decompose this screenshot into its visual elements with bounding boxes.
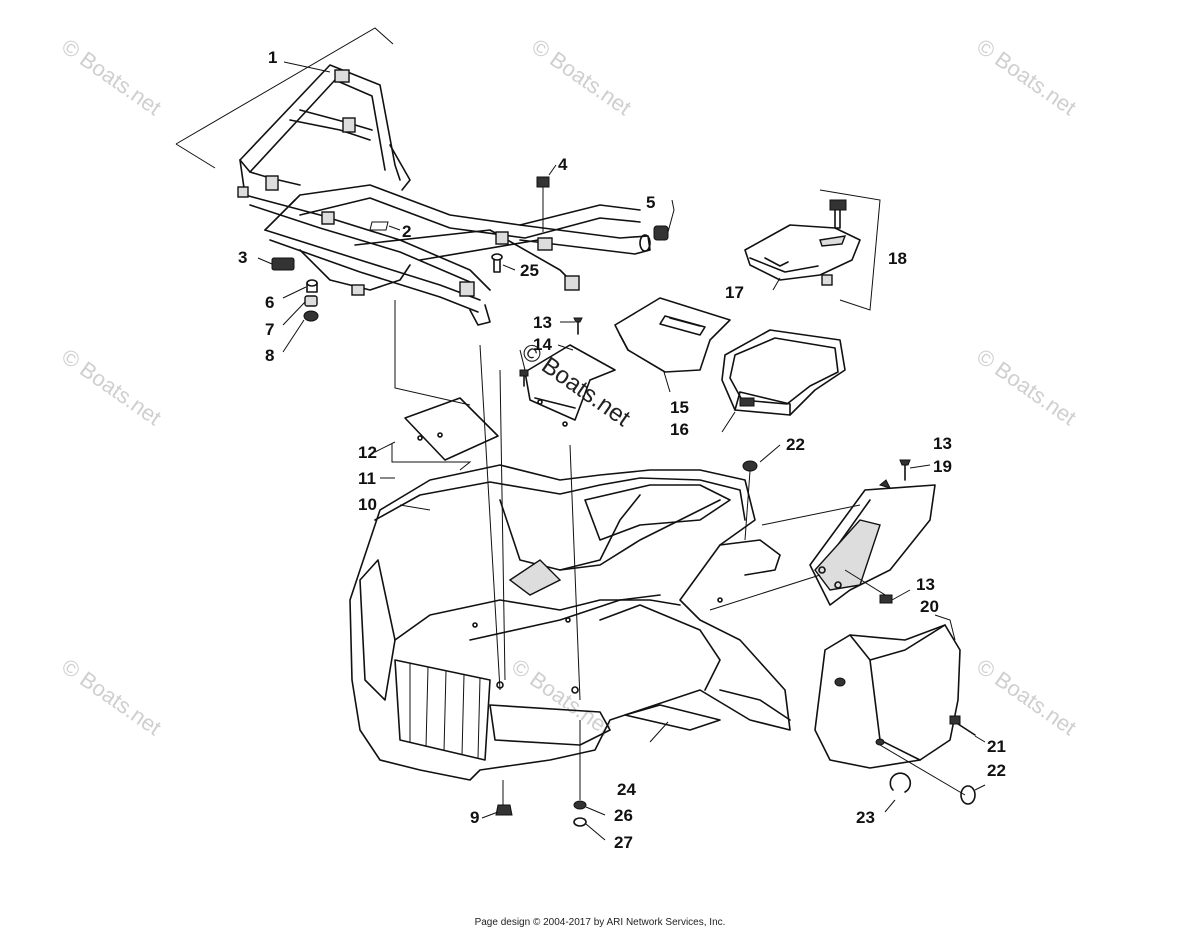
callout-24: 24 bbox=[617, 780, 636, 799]
callout-19: 19 bbox=[933, 457, 952, 476]
callout-14: 14 bbox=[533, 335, 552, 354]
callouts: 1 2 3 4 5 6 7 8 9 10 11 12 13 13 13 14 1… bbox=[238, 48, 1006, 852]
watermark: © Boats.net bbox=[972, 34, 1081, 121]
watermark: © Boats.net bbox=[507, 654, 616, 741]
callout-8: 8 bbox=[265, 346, 274, 365]
callout-7: 7 bbox=[265, 320, 274, 339]
callout-2: 2 bbox=[402, 222, 411, 241]
bottom-fasteners bbox=[481, 720, 606, 841]
callout-25: 25 bbox=[520, 261, 539, 280]
callout-26: 26 bbox=[614, 806, 633, 825]
lid-17 bbox=[744, 189, 881, 311]
leader-1 bbox=[175, 27, 394, 145]
cover-plate bbox=[374, 397, 499, 479]
panel-15 bbox=[614, 297, 731, 393]
watermark: © Boats.net bbox=[527, 34, 636, 121]
callout-21: 21 bbox=[987, 737, 1006, 756]
page-footer: Page design © 2004-2017 by ARI Network S… bbox=[474, 917, 726, 928]
hardware-bolts bbox=[257, 164, 675, 701]
callout-4: 4 bbox=[558, 155, 568, 174]
callout-5: 5 bbox=[646, 193, 655, 212]
grommet-22-upper bbox=[742, 444, 781, 541]
watermark: © Boats.net bbox=[57, 344, 166, 431]
front-hood-10 bbox=[349, 464, 791, 781]
callout-22-lower: 22 bbox=[987, 761, 1006, 780]
callout-12: 12 bbox=[358, 443, 377, 462]
callout-13-right-lower: 13 bbox=[916, 575, 935, 594]
watermark: © Boats.net bbox=[972, 654, 1081, 741]
watermark: © Boats.net bbox=[57, 34, 166, 121]
callout-23: 23 bbox=[856, 808, 875, 827]
callout-20: 20 bbox=[920, 597, 939, 616]
callout-27: 27 bbox=[614, 833, 633, 852]
callout-13-right-upper: 13 bbox=[933, 434, 952, 453]
callout-11: 11 bbox=[358, 469, 376, 488]
callout-18: 18 bbox=[888, 249, 907, 268]
callout-6: 6 bbox=[265, 293, 274, 312]
callout-13-top: 13 bbox=[533, 313, 552, 332]
callout-1: 1 bbox=[268, 48, 277, 67]
callout-22-upper: 22 bbox=[786, 435, 805, 454]
front-rack bbox=[237, 64, 651, 326]
side-panel-20 bbox=[814, 614, 986, 813]
callout-15: 15 bbox=[670, 398, 689, 417]
storage-box-16 bbox=[721, 329, 846, 433]
callout-17: 17 bbox=[725, 283, 744, 302]
callout-3: 3 bbox=[238, 248, 247, 267]
callout-9: 9 bbox=[470, 808, 479, 827]
watermark: © Boats.net bbox=[972, 344, 1081, 431]
watermarks: © Boats.net © Boats.net © Boats.net © Bo… bbox=[57, 34, 1081, 741]
bracket-14 bbox=[519, 317, 616, 427]
watermark: © Boats.net bbox=[57, 654, 166, 741]
callout-10: 10 bbox=[358, 495, 377, 514]
side-panel-19 bbox=[709, 459, 936, 611]
callout-16: 16 bbox=[670, 420, 689, 439]
